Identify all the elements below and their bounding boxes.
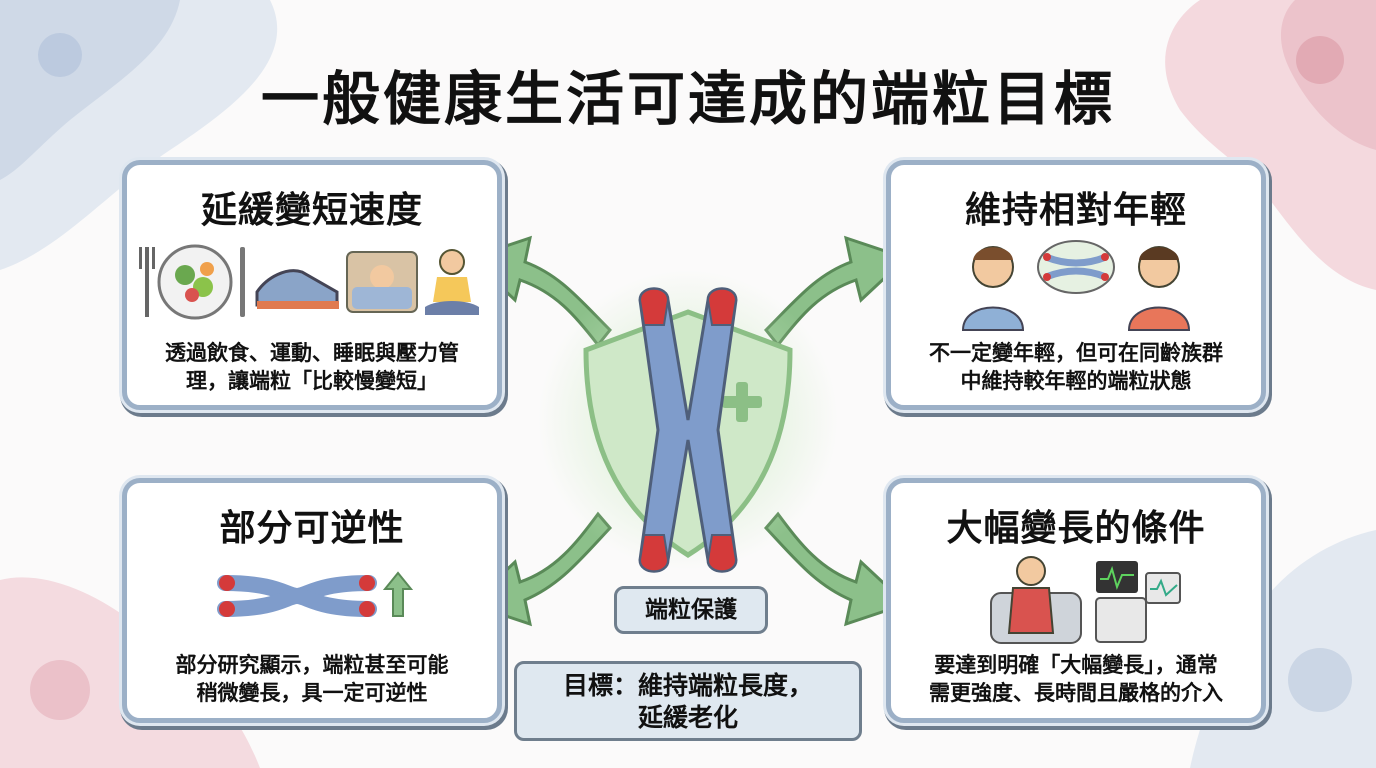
card-text-line2: 中維持較年輕的端粒狀態 bbox=[960, 369, 1192, 393]
intervention-icons bbox=[990, 556, 1181, 644]
telomere-protection-label: 端粒保護 bbox=[614, 586, 768, 634]
comparison-icons bbox=[961, 240, 1191, 331]
page-title: 一般健康生活可達成的端粒目標 bbox=[260, 65, 1115, 133]
fork-icon bbox=[139, 247, 155, 317]
goal-line2: 延緩老化 bbox=[637, 703, 738, 732]
sleeping-person-icon bbox=[346, 251, 418, 313]
card-title: 維持相對年輕 bbox=[964, 190, 1187, 231]
goal-line1: 目標：維持端粒長度， bbox=[562, 671, 813, 700]
card-partial-reversibility: 部分可逆性 部分研究顯示，端粒甚至可能 稍微變長，具一定可逆性 bbox=[122, 478, 502, 723]
card-significant-lengthening: 大幅變長的條件 要達到明確「大幅變長」，通常 需更強度、長時間且嚴格的介入 bbox=[886, 478, 1266, 723]
card-slow-shortening: 延緩變短速度 透過飲食、運動、睡眠與壓力管 理，讓端粒「比較慢變短」 bbox=[122, 160, 502, 410]
protection-label-text: 端粒保護 bbox=[645, 597, 737, 623]
card-text-line1: 不一定變年輕，但可在同齡族群 bbox=[929, 341, 1223, 365]
chromosome-bubble-icon bbox=[1037, 240, 1115, 294]
card-title: 部分可逆性 bbox=[219, 508, 405, 549]
young-man-icon bbox=[961, 246, 1025, 331]
card-text-line2: 理，讓端粒「比較慢變短」 bbox=[186, 369, 438, 393]
up-arrow-icon bbox=[382, 571, 414, 617]
running-shoe-icon bbox=[255, 269, 339, 309]
reversibility-icons bbox=[217, 571, 414, 617]
exercising-man-icon bbox=[990, 556, 1082, 644]
card-stay-young: 維持相對年輕 不一定變年輕，但可在同齡族群 中維持較年輕的端粒狀態 bbox=[886, 160, 1266, 410]
knife-icon bbox=[240, 247, 245, 317]
arrow-bottom-right bbox=[763, 511, 909, 627]
card-text-line2: 稍微變長，具一定可逆性 bbox=[196, 681, 428, 705]
chromosome-icon bbox=[638, 287, 738, 573]
card-title: 延緩變短速度 bbox=[200, 190, 423, 231]
card-text-line1: 透過飲食、運動、睡眠與壓力管 bbox=[165, 341, 459, 365]
card-title: 大幅變長的條件 bbox=[946, 508, 1206, 549]
goal-box: 目標：維持端粒長度， 延緩老化 bbox=[514, 661, 862, 741]
meditation-icon bbox=[425, 249, 479, 315]
card-text-line1: 要達到明確「大幅變長」，通常 bbox=[934, 653, 1218, 677]
salad-plate-icon bbox=[157, 244, 233, 320]
lifestyle-icons bbox=[139, 244, 479, 320]
medical-monitor-icon bbox=[1095, 561, 1181, 643]
chromosome-icon bbox=[217, 575, 377, 617]
man-icon bbox=[1127, 246, 1191, 331]
card-text-line2: 需更強度、長時間且嚴格的介入 bbox=[929, 681, 1223, 705]
card-text-line1: 部分研究顯示，端粒甚至可能 bbox=[175, 653, 449, 677]
